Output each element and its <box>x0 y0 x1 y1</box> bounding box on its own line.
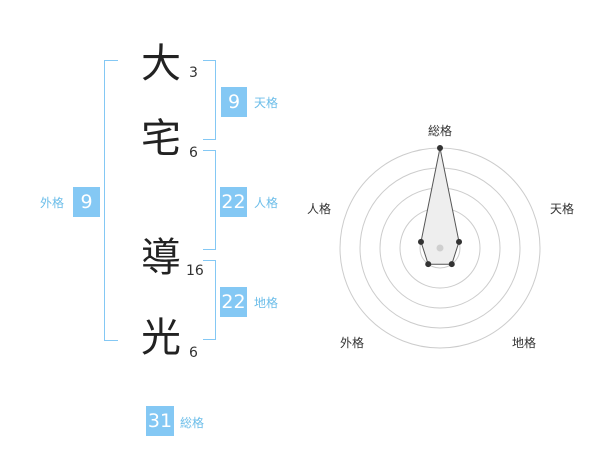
gaikaku-badge: 9 <box>73 187 100 217</box>
name-char-4: 光 <box>141 315 181 361</box>
jinkaku-label: 人格 <box>254 196 279 210</box>
name-char-1: 大 <box>141 41 181 87</box>
chikaku-label: 地格 <box>254 296 279 310</box>
tenkaku-badge: 9 <box>221 87 247 117</box>
radar-points <box>417 145 463 268</box>
chikaku-bracket <box>203 260 216 340</box>
jinkaku-bracket <box>203 150 216 250</box>
radar-label-tenkaku: 天格 <box>550 202 575 216</box>
radar-point-5 <box>417 238 424 245</box>
radar-point-1 <box>437 145 443 151</box>
stroke-count-1: 3 <box>189 65 198 81</box>
tenkaku-label: 天格 <box>254 96 279 110</box>
radar-label-soukaku: 総格 <box>428 124 453 138</box>
radar-center-dot <box>436 244 444 252</box>
radar-point-2 <box>456 238 463 245</box>
radar-label-jinkaku: 人格 <box>307 202 332 216</box>
soukaku-badge: 31 <box>146 406 174 436</box>
tenkaku-bracket <box>203 60 216 140</box>
stroke-count-2: 6 <box>189 145 198 161</box>
gaikaku-label: 外格 <box>40 196 65 210</box>
name-char-2: 宅 <box>141 116 181 162</box>
chikaku-badge: 22 <box>220 287 247 317</box>
stroke-count-4: 6 <box>189 345 198 361</box>
radar-point-3 <box>448 261 455 268</box>
radar-label-gaikaku: 外格 <box>340 336 365 350</box>
jinkaku-badge: 22 <box>220 187 247 217</box>
radar-label-chikaku: 地格 <box>512 336 537 350</box>
gaikaku-bracket <box>104 60 118 341</box>
radar-point-4 <box>425 261 432 268</box>
stroke-count-3: 16 <box>186 263 204 279</box>
radar-value-polygon <box>420 147 460 265</box>
name-char-3: 導 <box>141 235 181 281</box>
soukaku-label: 総格 <box>180 416 205 430</box>
